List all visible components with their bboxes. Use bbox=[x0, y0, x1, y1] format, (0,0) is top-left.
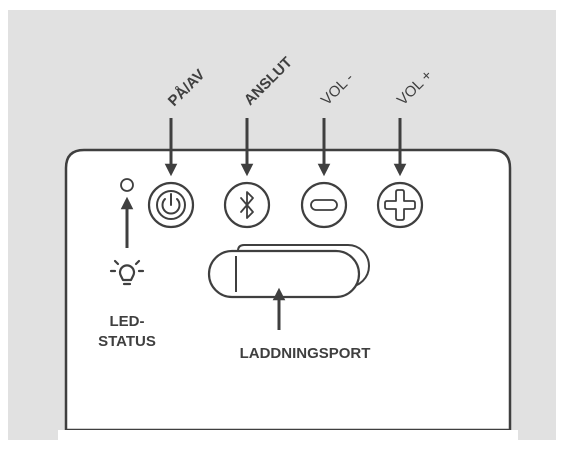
led-status-label-line1: LED- bbox=[110, 313, 145, 330]
minus-icon bbox=[310, 199, 338, 211]
bluetooth-button[interactable] bbox=[223, 181, 271, 229]
lightbulb-icon bbox=[109, 259, 145, 286]
charging-port-label: LADDNINGSPORT bbox=[240, 345, 371, 362]
bluetooth-icon bbox=[240, 191, 254, 219]
panel-bottom-fade bbox=[58, 430, 518, 442]
volume-up-button[interactable] bbox=[376, 181, 424, 229]
power-button[interactable] bbox=[147, 181, 195, 229]
led-status-label-line2: STATUS bbox=[98, 333, 156, 350]
plus-icon bbox=[384, 189, 416, 221]
volume-down-button[interactable] bbox=[300, 181, 348, 229]
charging-port bbox=[207, 244, 370, 299]
power-icon bbox=[156, 190, 186, 220]
led-indicator bbox=[120, 178, 134, 192]
